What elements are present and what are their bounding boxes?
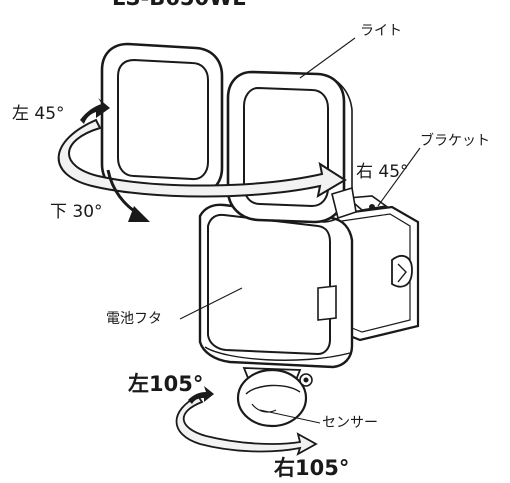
leader-sensor [259,409,321,424]
label-light-tilt-down: 下 30° [50,202,103,222]
rotation-arrowhead-left [80,98,110,124]
bracket-knob [391,255,413,288]
light-head-left [100,42,224,197]
bracket-hinge [346,195,389,211]
label-light-rot-left: 左 45° [12,104,65,124]
tilt-arrow [106,169,150,222]
model-code: LS-B650WL [112,0,246,9]
light-head-right [226,70,357,224]
label-sensor-rot-right: 右105° [274,456,350,480]
sensor-dome [236,367,313,428]
leader-bracket [377,147,421,207]
main-body [198,203,354,369]
label-sensor-rot-left: 左105° [128,372,204,396]
label-bracket: ブラケット [420,133,490,149]
leader-battery-cover [179,287,243,320]
leader-lines [179,37,421,424]
rotation-arrow-lights [57,98,347,199]
leader-light [299,37,356,79]
label-light: ライト [360,23,402,39]
label-light-rot-right: 右 45° [356,162,409,182]
label-battery-cover: 電池フタ [106,311,162,327]
label-sensor: センサー [322,415,378,431]
rotation-arrow-sensor [175,386,318,456]
